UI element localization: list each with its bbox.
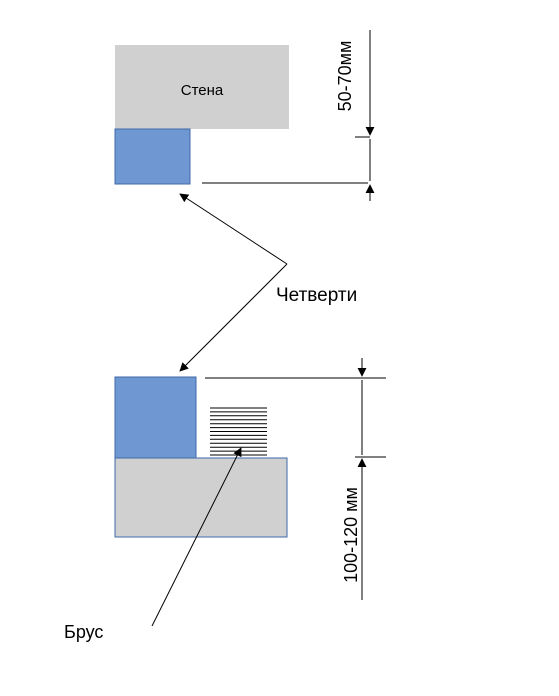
quarters-label: Четверти: [276, 285, 357, 306]
wall-label: Стена: [181, 82, 224, 99]
beam-label: Брус: [64, 622, 103, 642]
quarter-block-bottom: [114, 376, 197, 459]
quarter-block-top: [114, 128, 191, 185]
beam-hatch: [210, 407, 267, 456]
dim-top-label: 50-70мм: [335, 41, 355, 112]
arrow-to-bottom-quarter: [179, 263, 288, 372]
wall-block-top: [115, 45, 289, 129]
arrow-to-top-quarter: [179, 193, 288, 265]
arrow-to-beam: [151, 447, 242, 627]
dim-bottom-label: 100-120 мм: [341, 487, 361, 583]
wall-block-bottom: [114, 457, 288, 538]
